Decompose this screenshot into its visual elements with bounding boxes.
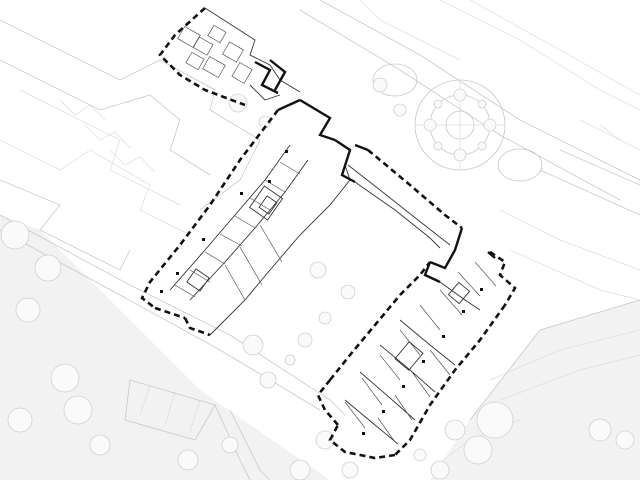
wing-east	[316, 250, 517, 460]
garden-feature	[372, 63, 543, 182]
wing-west	[140, 98, 351, 337]
annex-north	[158, 7, 301, 107]
building-plan	[140, 7, 517, 460]
wing-connector	[334, 139, 464, 270]
trees	[0, 77, 635, 480]
